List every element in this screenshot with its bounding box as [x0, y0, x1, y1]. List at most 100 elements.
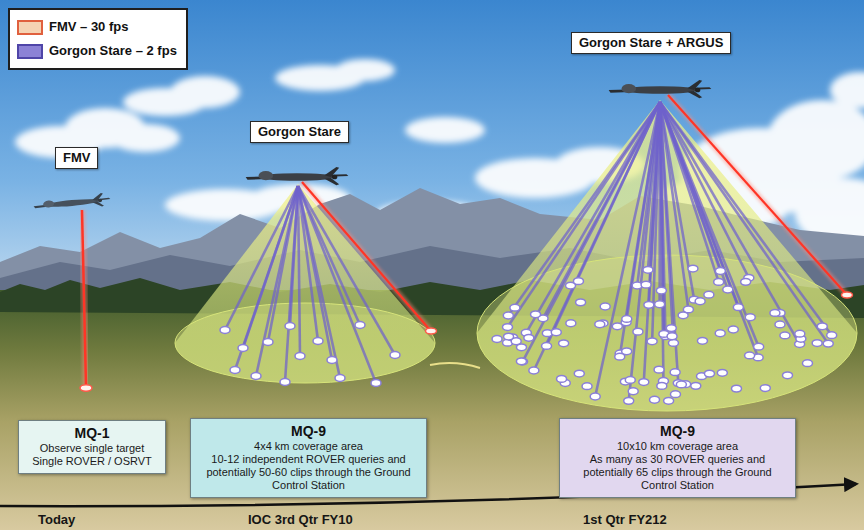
argus-rays — [508, 102, 832, 401]
clip-dot — [650, 396, 660, 403]
aircraft-label: Gorgon Stare + ARGUS — [571, 32, 731, 54]
legend-row: Gorgon Stare – 2 fps — [17, 39, 177, 63]
clip-dot — [625, 377, 635, 384]
clip-dot — [656, 287, 666, 294]
clip-dot — [529, 367, 539, 374]
clip-dot — [542, 343, 552, 350]
clip-dot — [655, 301, 665, 308]
timeline-label: Today — [38, 512, 75, 527]
clip-dot — [783, 372, 793, 379]
clip-dot — [715, 330, 725, 337]
cloud — [767, 100, 864, 180]
legend-text: Gorgon Stare – 2 fps — [49, 43, 177, 59]
clip-dot — [745, 314, 755, 321]
clip-dot — [263, 339, 273, 346]
purple-ray — [298, 186, 300, 356]
clip-dot — [728, 326, 738, 333]
purple-ray — [660, 102, 832, 335]
clip-dot — [573, 278, 583, 285]
clip-dot — [704, 291, 714, 298]
mq9-aircraft — [246, 167, 349, 185]
aircraft-name: FMV — [63, 150, 90, 166]
gorgon-stare-clips — [220, 322, 400, 387]
clip-dot — [643, 266, 653, 273]
cloud — [110, 124, 180, 152]
clip-dot — [285, 323, 295, 330]
clip-dot — [582, 383, 592, 390]
clip-dot — [335, 375, 345, 382]
fmv-spot — [426, 328, 437, 334]
purple-ray — [660, 102, 664, 334]
legend-swatch — [17, 20, 43, 35]
clip-dot — [697, 337, 707, 344]
legend-swatch — [17, 44, 43, 59]
clip-dot — [715, 268, 725, 275]
clip-dot — [644, 301, 654, 308]
clip-dot — [251, 373, 261, 380]
timeline-label: 1st Qtr FY212 — [583, 512, 667, 527]
clip-dot — [745, 352, 755, 359]
purple-ray — [298, 186, 376, 383]
box-heading: MQ-9 — [566, 423, 789, 440]
cloud — [335, 59, 395, 81]
clip-dot — [624, 397, 634, 404]
clip-dot — [633, 328, 643, 335]
clip-dot — [666, 325, 676, 332]
clip-dot — [641, 281, 651, 288]
clip-dot — [733, 304, 743, 311]
clip-dot — [595, 321, 605, 328]
clip-dot — [615, 353, 625, 360]
clip-dot — [775, 321, 785, 328]
box-body: Observe single target — [25, 442, 159, 455]
aircraft-label: Gorgon Stare — [250, 121, 349, 143]
legend-box: FMV – 30 fpsGorgon Stare – 2 fps — [8, 8, 188, 70]
legend-text: FMV – 30 fps — [49, 19, 128, 35]
clip-dot — [760, 385, 770, 392]
purple-ray — [508, 102, 660, 315]
clip-dot — [795, 330, 805, 337]
capability-box: MQ-910x10 km coverage areaAs many as 30 … — [559, 418, 796, 498]
gorgon-stare-footprint — [175, 303, 435, 383]
clip-dot — [600, 303, 610, 310]
clip-dot — [664, 397, 674, 404]
clip-dot — [657, 382, 667, 389]
clip-dot — [590, 393, 600, 400]
box-heading: MQ-1 — [25, 425, 159, 442]
clip-dot — [559, 340, 569, 347]
clip-dot — [574, 370, 584, 377]
clip-dot — [503, 324, 513, 331]
box-body: Single ROVER / OSRVT — [25, 455, 159, 468]
clip-dot — [688, 265, 698, 272]
clip-dot — [510, 304, 520, 311]
clip-dot — [504, 333, 514, 340]
clip-dot — [622, 316, 632, 323]
purple-ray — [225, 186, 298, 330]
fmv-spot — [80, 385, 92, 391]
purple-ray — [534, 102, 660, 370]
capability-box: MQ-94x4 km coverage area10-12 independen… — [190, 418, 427, 498]
gorgon-stare-cone — [175, 184, 435, 383]
fmv-beam-glow — [82, 210, 86, 386]
clip-dot — [295, 353, 305, 360]
clip-dot — [492, 336, 502, 343]
aircraft-name: Gorgon Stare + ARGUS — [579, 35, 723, 51]
fmv-beam-glow — [668, 95, 846, 294]
clip-dot — [639, 379, 649, 386]
clip-dot — [754, 343, 764, 350]
box-body: 4x4 km coverage area — [197, 440, 420, 453]
clip-dot — [817, 323, 827, 330]
clip-dot — [668, 340, 678, 347]
clip-dot — [355, 322, 365, 329]
box-body: As many as 30 ROVER queries and potentia… — [566, 453, 789, 492]
cloud — [405, 117, 485, 143]
clip-dot — [691, 382, 701, 389]
clip-dot — [717, 369, 727, 376]
clip-dot — [238, 345, 248, 352]
purple-ray — [290, 186, 298, 326]
purple-ray — [268, 186, 298, 342]
purple-ray — [256, 186, 298, 376]
purple-ray — [526, 102, 660, 333]
clip-dot — [576, 299, 586, 306]
aircraft-label: FMV — [55, 147, 98, 169]
